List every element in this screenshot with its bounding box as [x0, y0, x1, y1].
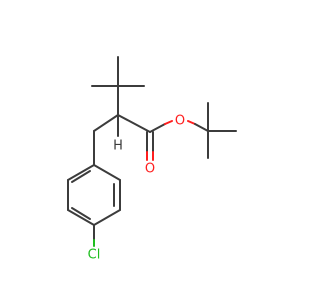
bond-oester-tbu — [194, 123, 209, 132]
bond-alpha-ch2 — [93, 114, 119, 132]
ring-inner-double-2 — [71, 207, 91, 220]
ring-bond-6 — [67, 164, 95, 181]
bond-carbonyl-oester — [149, 123, 166, 133]
ring-bond-4 — [67, 209, 95, 226]
bond-carbonyl-oester-o — [164, 120, 173, 125]
alpha-hydrogen-label: H — [113, 139, 123, 154]
bond-alpha-carbonyl — [117, 114, 151, 133]
ester-group — [146, 120, 209, 161]
ring-bond-3 — [93, 209, 121, 226]
tert-butyl-alpha — [91, 56, 145, 116]
ester-oxygen-label: O — [175, 114, 185, 129]
carbonyl-oxygen-label: O — [145, 162, 155, 177]
chlorophenyl-ring — [67, 164, 121, 247]
atom-labels: H O O Cl — [88, 114, 185, 263]
chlorine-label: Cl — [88, 248, 101, 263]
ring-inner-double-3 — [71, 170, 91, 183]
ring-bond-1 — [93, 164, 121, 181]
tert-butyl-ester — [207, 102, 237, 159]
backbone — [93, 114, 151, 166]
bond-oester-tbu-o — [187, 120, 196, 125]
structure-canvas: H O O Cl — [67, 56, 237, 263]
